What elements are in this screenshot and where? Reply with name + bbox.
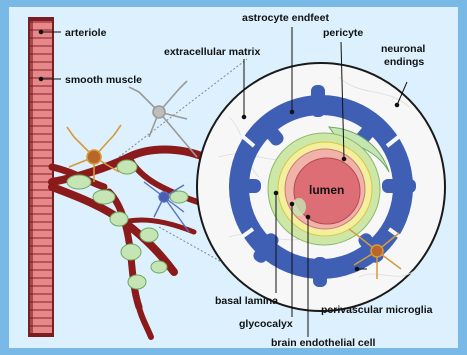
label-basal-lamina: basal lamina: [215, 295, 278, 307]
label-pericyte: pericyte: [323, 27, 363, 39]
label-extracellular-matrix: extracellular matrix: [164, 46, 260, 58]
label-neuronal-endings-1: neuronal: [381, 43, 425, 55]
arteriole-vessel: [28, 17, 54, 337]
bbb-diagram: arteriole smooth muscle astrocyte endfee…: [9, 7, 458, 348]
label-brain-endothelial-cell: brain endothelial cell: [271, 337, 376, 348]
label-astrocyte-endfeet: astrocyte endfeet: [242, 12, 329, 24]
diagram-panel: arteriole smooth muscle astrocyte endfee…: [9, 7, 458, 348]
label-neuronal-endings-2: endings: [384, 56, 424, 68]
label-perivascular-microglia: perivascular microglia: [321, 304, 433, 316]
label-arteriole: arteriole: [65, 27, 107, 39]
label-glycocalyx: glycocalyx: [239, 318, 293, 330]
label-lumen: lumen: [309, 183, 344, 197]
label-smooth-muscle: smooth muscle: [65, 74, 142, 86]
